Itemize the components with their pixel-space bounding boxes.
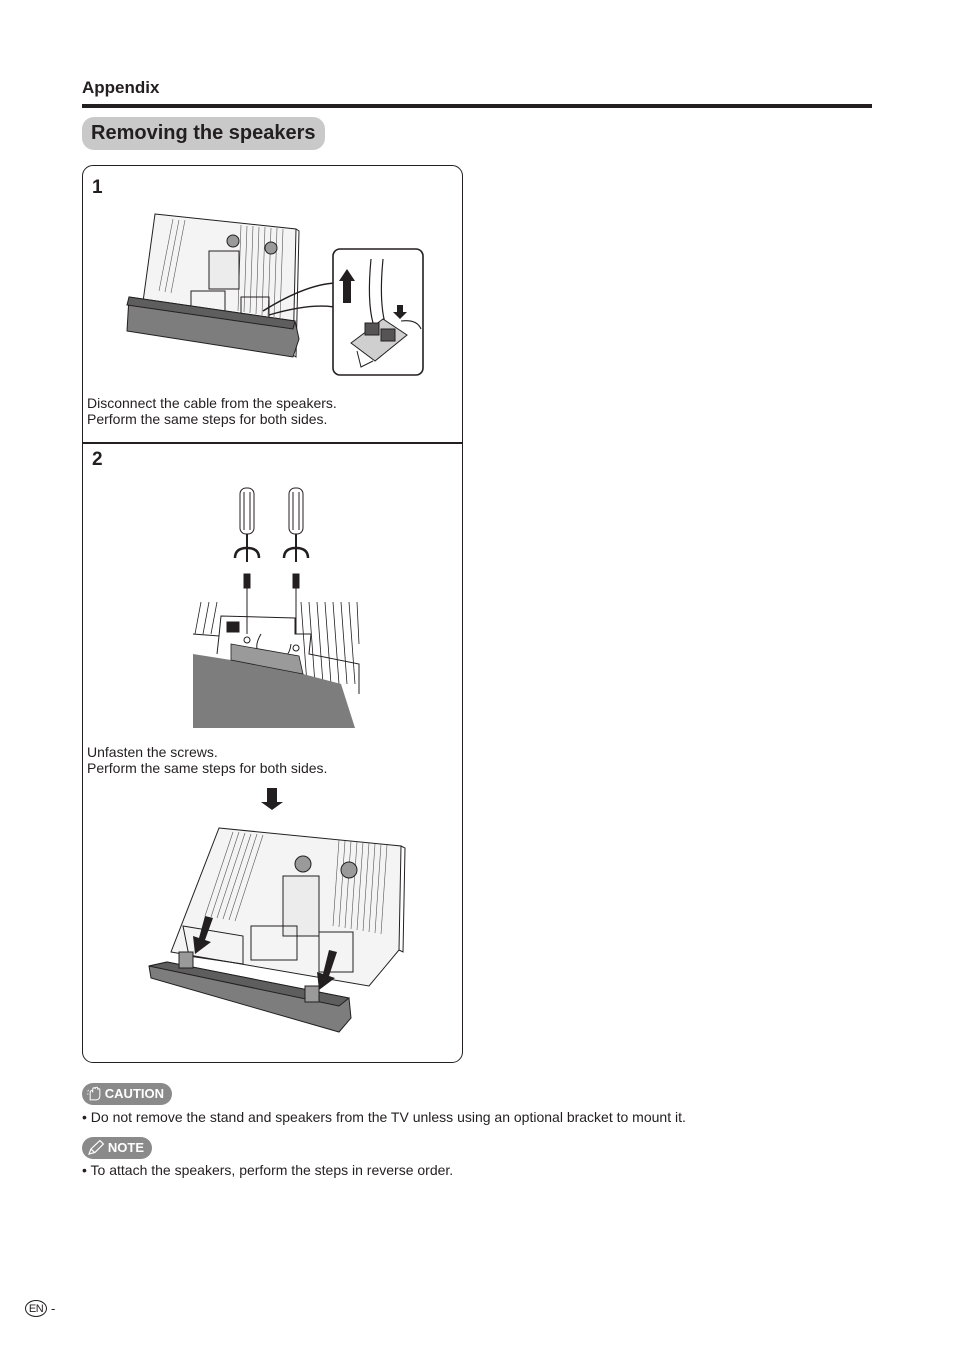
step-2-number: 2	[92, 449, 103, 470]
step-1-number: 1	[92, 177, 103, 198]
note-text: • To attach the speakers, perform the st…	[82, 1162, 454, 1178]
section-label: Appendix	[82, 78, 160, 97]
step-2-line-1: Unfasten the screws.	[87, 744, 218, 760]
page-footer: EN -	[25, 1300, 55, 1317]
step-2-line-2: Perform the same steps for both sides.	[87, 760, 328, 776]
step-divider	[83, 442, 462, 444]
hand-icon	[86, 1086, 101, 1101]
step-2-instructions: Unfasten the screws. Perform the same st…	[87, 744, 327, 776]
caution-badge: CAUTION	[82, 1083, 172, 1105]
step-1-line-1: Disconnect the cable from the speakers.	[87, 395, 337, 411]
step-1-instructions: Disconnect the cable from the speakers. …	[87, 395, 337, 427]
caution-text: • Do not remove the stand and speakers f…	[82, 1109, 686, 1125]
screwdriver-illustration	[192, 487, 360, 728]
caution-label: CAUTION	[104, 1086, 164, 1101]
steps-box: 1	[82, 165, 463, 1063]
step-1-line-2: Perform the same steps for both sides.	[87, 411, 328, 427]
speaker-removal-illustration	[148, 788, 406, 1033]
page-separator: -	[51, 1301, 56, 1316]
header-rule	[82, 104, 872, 108]
note-label: NOTE	[107, 1140, 144, 1155]
note-badge: NOTE	[82, 1137, 152, 1159]
tv-back-cable-illustration	[126, 213, 424, 376]
language-badge: EN	[25, 1300, 47, 1317]
page-title: Removing the speakers	[82, 117, 325, 150]
pencil-icon	[87, 1139, 105, 1155]
